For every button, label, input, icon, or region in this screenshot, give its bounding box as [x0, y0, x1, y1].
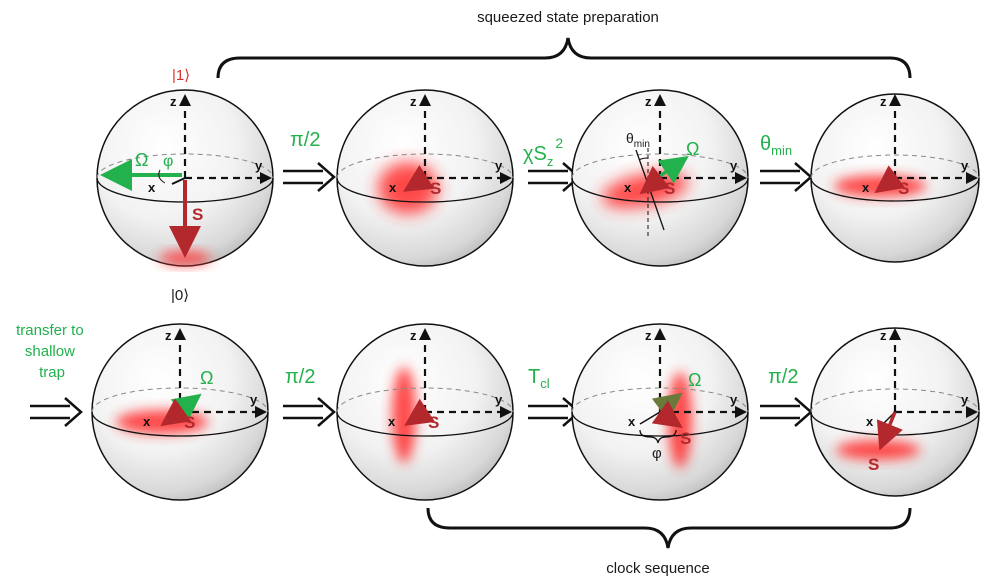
svg-text:φ: φ	[163, 153, 173, 170]
bottom-brace	[426, 507, 912, 549]
step-arrow-pi2-bottom-2: π/2	[760, 366, 813, 427]
svg-text:y: y	[250, 392, 258, 407]
step-arrow-theta: θmin	[760, 133, 813, 192]
ket-one-label: |1⟩	[172, 67, 190, 84]
step-arrow-pi2-bottom-1: π/2	[283, 366, 336, 427]
svg-text:z: z	[880, 94, 887, 109]
bloch-sphere-3: z y x θmin Ω S	[571, 89, 749, 267]
step-arrow-transfer	[30, 397, 83, 427]
svg-text:y: y	[495, 392, 503, 407]
svg-text:y: y	[730, 392, 738, 407]
svg-text:y: y	[730, 158, 738, 173]
svg-text:π/2: π/2	[285, 366, 315, 388]
svg-text:φ: φ	[652, 445, 662, 462]
svg-text:y: y	[255, 158, 263, 173]
svg-text:S: S	[664, 179, 675, 198]
svg-text:χSz2: χSz2	[523, 135, 563, 169]
svg-text:z: z	[170, 94, 177, 109]
svg-text:z: z	[165, 328, 172, 343]
svg-text:S: S	[898, 179, 909, 198]
svg-text:x: x	[628, 414, 636, 429]
svg-text:x: x	[388, 414, 396, 429]
svg-text:S: S	[680, 429, 691, 448]
svg-text:S: S	[184, 413, 195, 432]
step-arrow-pi2-top: π/2	[283, 129, 336, 192]
step-arrow-squeeze: χSz2	[523, 135, 581, 192]
svg-text:S: S	[428, 413, 439, 432]
svg-text:x: x	[624, 180, 632, 195]
svg-text:S: S	[192, 205, 203, 224]
svg-text:z: z	[410, 94, 417, 109]
svg-text:Tcl: Tcl	[528, 366, 550, 391]
svg-text:y: y	[961, 158, 969, 173]
svg-text:S: S	[430, 179, 441, 198]
bloch-sphere-6: z y x S	[336, 323, 514, 501]
step-arrow-tcl: Tcl	[528, 366, 581, 427]
bloch-sphere-7: z y x Ω S φ	[571, 323, 749, 501]
svg-text:x: x	[866, 414, 874, 429]
bloch-sphere-5: z y x Ω S	[91, 323, 269, 501]
svg-text:z: z	[880, 328, 887, 343]
top-brace	[216, 37, 912, 79]
bottom-brace-label: clock sequence	[606, 560, 709, 577]
transfer-label: transfer to shallow trap	[16, 322, 88, 381]
svg-text:π/2: π/2	[768, 366, 798, 388]
top-brace-label: squeezed state preparation	[477, 9, 659, 26]
svg-text:x: x	[389, 180, 397, 195]
svg-text:Ω: Ω	[200, 368, 213, 388]
bloch-sphere-4: z y x S	[810, 93, 980, 263]
svg-text:Ω: Ω	[688, 370, 701, 390]
svg-text:x: x	[148, 180, 156, 195]
svg-text:θmin: θmin	[760, 133, 792, 158]
bloch-sphere-1: z y x Ω φ S	[96, 89, 274, 267]
svg-text:y: y	[495, 158, 503, 173]
svg-text:z: z	[645, 94, 652, 109]
bloch-sphere-2: z y x S	[336, 89, 514, 267]
svg-text:S: S	[868, 455, 879, 474]
svg-text:θmin: θmin	[626, 130, 650, 150]
svg-text:x: x	[143, 414, 151, 429]
svg-text:Ω: Ω	[686, 139, 699, 159]
svg-text:π/2: π/2	[290, 129, 320, 151]
svg-text:x: x	[862, 180, 870, 195]
svg-text:z: z	[410, 328, 417, 343]
svg-text:z: z	[645, 328, 652, 343]
ket-zero-label: |0⟩	[171, 287, 189, 304]
bloch-sphere-8: z y x S	[810, 327, 980, 497]
svg-text:y: y	[961, 392, 969, 407]
svg-text:Ω: Ω	[135, 150, 148, 170]
